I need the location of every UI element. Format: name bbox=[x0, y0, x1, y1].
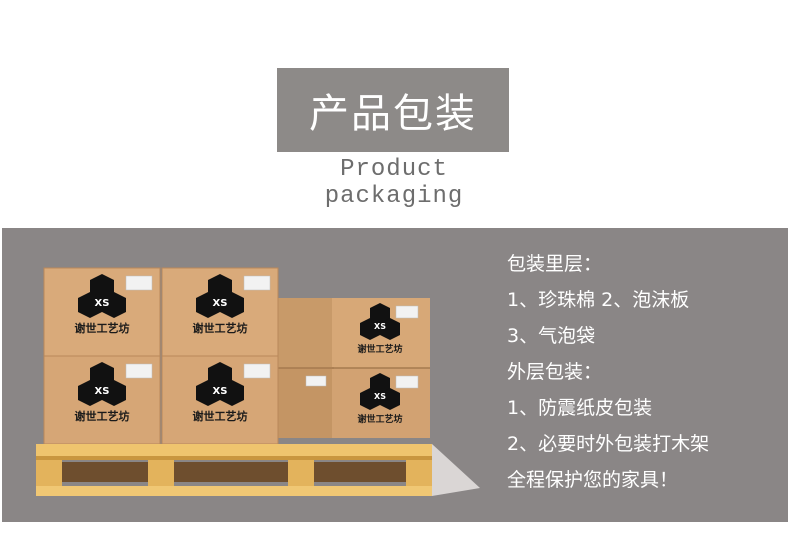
packaging-info: 包装里层： 1、珍珠棉 2、泡沫板 3、气泡袋 外层包装： 1、防震纸皮包装 2… bbox=[507, 246, 777, 498]
info-line: 2、必要时外包装打木架 bbox=[507, 433, 710, 455]
packaging-panel: XS XS XS XS XS XS 谢世工艺坊 谢世工艺坊 谢世工艺坊 谢世工艺… bbox=[2, 228, 788, 522]
back-box-stack bbox=[276, 298, 430, 438]
box-brand-name: 谢世工艺坊 bbox=[75, 321, 130, 335]
box-brand-name: 谢世工艺坊 bbox=[357, 343, 402, 355]
info-line: 3、气泡袋 bbox=[507, 325, 596, 347]
info-line: 1、珍珠棉 2、泡沫板 bbox=[507, 289, 690, 311]
info-line: 外层包装： bbox=[507, 361, 603, 383]
box-brand-name: 谢世工艺坊 bbox=[193, 409, 248, 423]
box-brand-name: 谢世工艺坊 bbox=[75, 409, 130, 423]
wooden-pallet bbox=[36, 444, 480, 496]
box-brand-name: 谢世工艺坊 bbox=[357, 413, 402, 425]
box-logo-text: XS bbox=[95, 298, 110, 309]
info-line: 全程保护您的家具！ bbox=[507, 469, 679, 491]
section-title: 产品包装 bbox=[277, 68, 509, 152]
box-logo-text: XS bbox=[95, 386, 110, 397]
section-subtitle: Product packaging bbox=[324, 156, 464, 210]
info-line: 1、防震纸皮包装 bbox=[507, 397, 653, 419]
box-logo-text: XS bbox=[374, 392, 386, 401]
info-line: 包装里层： bbox=[507, 253, 603, 275]
box-brand-name: 谢世工艺坊 bbox=[193, 321, 248, 335]
box-logo-text: XS bbox=[213, 298, 228, 309]
box-logo-text: XS bbox=[213, 386, 228, 397]
box-logo-text: XS bbox=[374, 322, 386, 331]
pallet-illustration: XS XS XS XS XS XS 谢世工艺坊 谢世工艺坊 谢世工艺坊 谢世工艺… bbox=[36, 267, 480, 496]
